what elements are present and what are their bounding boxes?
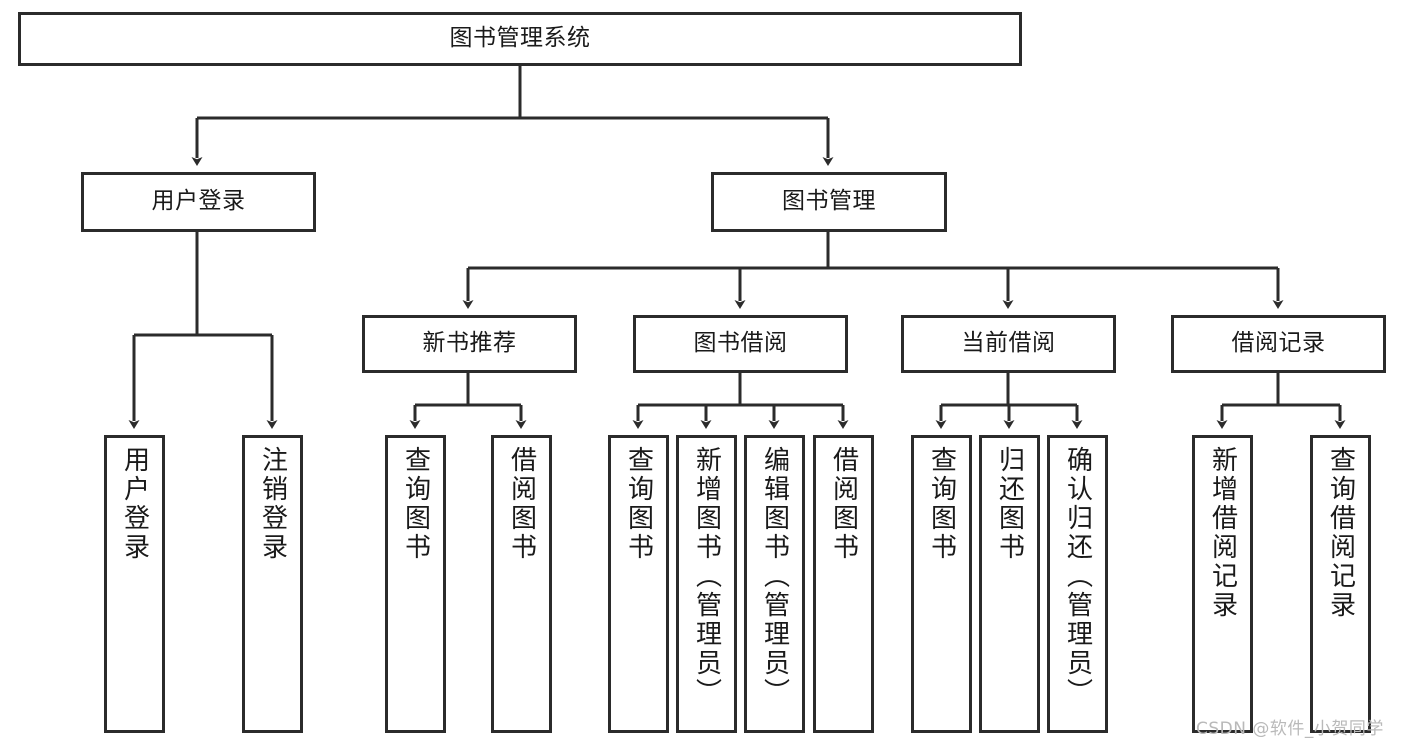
node-leaf-edit-book-label: 编辑图书（管理员） — [759, 446, 790, 707]
node-leaf-query-book-1[interactable]: 查询图书 — [385, 435, 446, 733]
node-leaf-query-book-3[interactable]: 查询图书 — [911, 435, 972, 733]
node-leaf-logout-label: 注销登录 — [257, 446, 288, 562]
node-root-label: 图书管理系统 — [449, 25, 591, 52]
node-current-borrow[interactable]: 当前借阅 — [901, 315, 1116, 373]
node-borrow-record-label: 借阅记录 — [1231, 330, 1326, 357]
node-leaf-borrow-book-1[interactable]: 借阅图书 — [491, 435, 552, 733]
node-leaf-confirm-return-label: 确认归还（管理员） — [1062, 446, 1093, 707]
node-leaf-add-record[interactable]: 新增借阅记录 — [1192, 435, 1253, 733]
node-leaf-query-book-2-label: 查询图书 — [623, 446, 654, 562]
node-leaf-user-login-label: 用户登录 — [119, 446, 150, 562]
node-leaf-borrow-book-2-label: 借阅图书 — [828, 446, 859, 562]
node-book-manage[interactable]: 图书管理 — [711, 172, 947, 232]
node-leaf-return-book-label: 归还图书 — [994, 446, 1025, 562]
node-book-borrow[interactable]: 图书借阅 — [633, 315, 848, 373]
node-user-login-label: 用户登录 — [151, 188, 246, 215]
node-current-borrow-label: 当前借阅 — [961, 330, 1056, 357]
node-borrow-record[interactable]: 借阅记录 — [1171, 315, 1386, 373]
node-book-manage-label: 图书管理 — [782, 188, 876, 215]
node-root[interactable]: 图书管理系统 — [18, 12, 1022, 66]
node-leaf-query-record-label: 查询借阅记录 — [1325, 446, 1356, 620]
node-leaf-borrow-book-2[interactable]: 借阅图书 — [813, 435, 874, 733]
node-leaf-add-book-label: 新增图书（管理员） — [691, 446, 722, 707]
node-leaf-add-book[interactable]: 新增图书（管理员） — [676, 435, 737, 733]
node-leaf-add-record-label: 新增借阅记录 — [1207, 446, 1238, 620]
node-leaf-query-record[interactable]: 查询借阅记录 — [1310, 435, 1371, 733]
node-leaf-query-book-3-label: 查询图书 — [926, 446, 957, 562]
node-user-login[interactable]: 用户登录 — [81, 172, 316, 232]
node-new-book-recommend[interactable]: 新书推荐 — [362, 315, 577, 373]
node-book-borrow-label: 图书借阅 — [693, 330, 788, 357]
node-leaf-query-book-1-label: 查询图书 — [400, 446, 431, 562]
node-leaf-logout[interactable]: 注销登录 — [242, 435, 303, 733]
csdn-watermark: CSDN @软件_小贺同学 — [1196, 719, 1384, 739]
node-leaf-return-book[interactable]: 归还图书 — [979, 435, 1040, 733]
node-leaf-user-login[interactable]: 用户登录 — [104, 435, 165, 733]
node-new-book-recommend-label: 新书推荐 — [422, 330, 517, 357]
node-leaf-query-book-2[interactable]: 查询图书 — [608, 435, 669, 733]
node-leaf-borrow-book-1-label: 借阅图书 — [506, 446, 537, 562]
node-leaf-edit-book[interactable]: 编辑图书（管理员） — [744, 435, 805, 733]
node-leaf-confirm-return[interactable]: 确认归还（管理员） — [1047, 435, 1108, 733]
